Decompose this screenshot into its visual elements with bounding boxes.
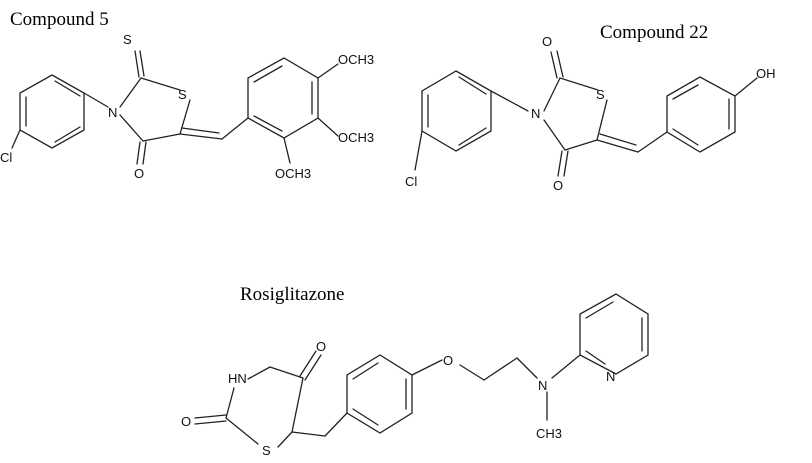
atom-cl: Cl	[405, 174, 417, 189]
atom-ome-right: OCH3	[338, 130, 374, 145]
atom-ome-top: OCH3	[338, 52, 374, 67]
atom-o-left: O	[181, 414, 191, 429]
atom-n-pyridine: N	[606, 369, 615, 384]
atom-o-ether: O	[443, 353, 453, 368]
atom-cl: Cl	[0, 150, 12, 165]
atom-o: O	[134, 166, 144, 181]
chlorophenyl-ring	[421, 70, 492, 152]
phenylene-ring	[346, 354, 413, 434]
atom-n: N	[108, 105, 117, 120]
atom-hn: HN	[228, 371, 247, 386]
atom-s-ring: S	[178, 87, 187, 102]
atom-oh: OH	[756, 66, 776, 81]
atom-n-amine: N	[538, 378, 547, 393]
compound-22-title: Compound 22	[600, 22, 708, 43]
atom-o-top: O	[542, 34, 552, 49]
compound-5-title: Compound 5	[10, 9, 109, 30]
compound-5: Compound 5 S S N O Cl	[0, 9, 374, 181]
trimethoxyphenyl-ring	[247, 57, 319, 139]
pyridine-ring	[579, 293, 649, 375]
compound-22: Compound 22 O S N O Cl OH	[405, 22, 776, 193]
atom-n: N	[531, 106, 540, 121]
atom-s-thione: S	[123, 32, 132, 47]
chlorophenyl-ring	[19, 74, 85, 149]
rosiglitazone: Rosiglitazone O	[181, 284, 649, 458]
atom-ch3: CH3	[536, 426, 562, 441]
atom-s-ring: S	[596, 87, 605, 102]
atom-ome-bottom: OCH3	[275, 166, 311, 181]
atom-s: S	[262, 443, 271, 458]
hydroxyphenyl-ring	[666, 76, 736, 153]
atom-o-bottom: O	[553, 178, 563, 193]
rosiglitazone-title: Rosiglitazone	[240, 284, 344, 305]
atom-o-top: O	[316, 339, 326, 354]
